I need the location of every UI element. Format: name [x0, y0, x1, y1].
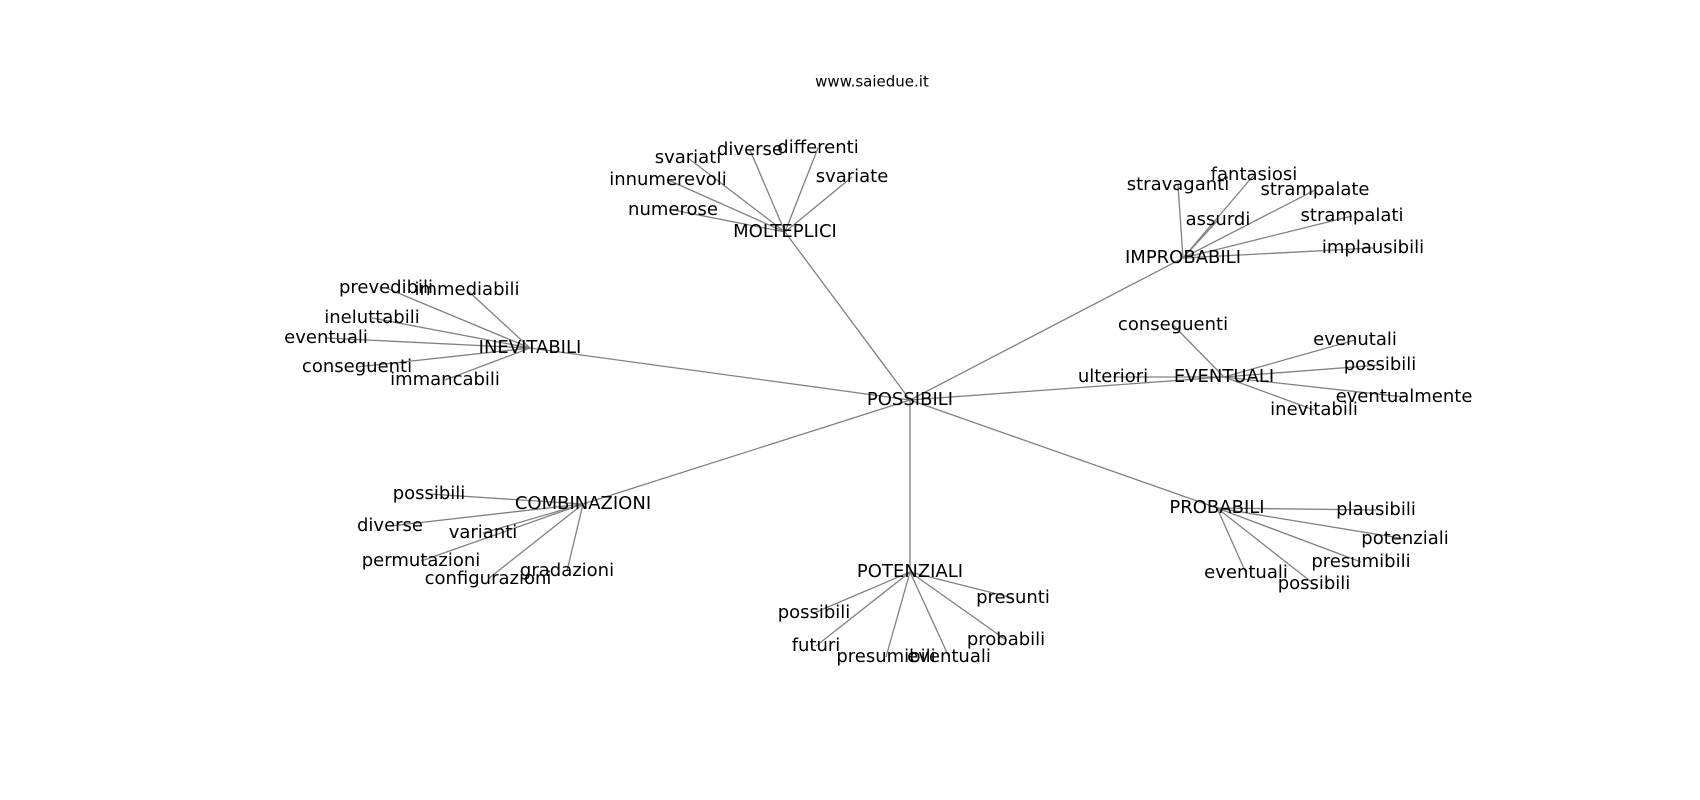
node-leaf-strampalati: strampalati [1301, 205, 1404, 226]
node-leaf-possibili: possibili [1344, 354, 1417, 375]
node-leaf-evenutali: evenutali [1313, 329, 1397, 350]
node-leaf-ineluttabili: ineluttabili [324, 307, 419, 328]
node-leaf-potenziali: potenziali [1361, 528, 1448, 549]
edge-combinazioni-configurazioni [487, 503, 584, 580]
edge-improbabili-implausibili [1182, 247, 1374, 259]
node-group-improbabili: IMPROBABILI [1125, 247, 1241, 268]
edge-inevitabili-immancabili [444, 347, 531, 381]
node-leaf-svariate: svariate [816, 166, 889, 187]
edge-molteplici-innumerevoli [667, 179, 786, 233]
edge-eventuali-inevitabili [1223, 376, 1315, 411]
site-watermark: www.saiedue.it [815, 73, 929, 91]
node-leaf-conseguenti: conseguenti [1118, 314, 1228, 335]
node-group-potenziali: POTENZIALI [857, 561, 963, 582]
edge-probabili-potenziali [1216, 507, 1406, 540]
edge-inevitabili-immediabili [466, 289, 531, 349]
node-group-inevitabili: INEVITABILI [479, 337, 582, 358]
edge-improbabili-stravaganti [1177, 184, 1184, 259]
edge-eventuali-possibili [1223, 364, 1381, 378]
edge-potenziali-presunti [909, 571, 1014, 599]
node-leaf-diverse: diverse [717, 139, 783, 160]
edge-combinazioni-permutazioni [420, 503, 584, 562]
node-leaf-eventualmente: eventualmente [1336, 386, 1473, 407]
node-leaf-svariati: svariati [655, 147, 722, 168]
edge-combinazioni-diverse [389, 503, 584, 527]
node-leaf-fantasiosi: fantasiosi [1211, 164, 1298, 185]
node-leaf-immediabili: immediabili [414, 279, 519, 300]
edge-inevitabili-prevedibili [385, 287, 531, 349]
node-leaf-conseguenti: conseguenti [302, 356, 412, 377]
node-leaf-presumibili: presumibili [836, 646, 935, 667]
node-group-molteplici: MOLTEPLICI [733, 221, 837, 242]
edge-combinazioni-varianti [482, 503, 584, 534]
edge-inevitabili-conseguenti [356, 347, 531, 368]
node-root: POSSIBILI [867, 389, 953, 410]
edge-combinazioni-gradazioni [566, 503, 584, 572]
edge-improbabili-fantasiosi [1182, 174, 1255, 259]
edge-probabili-plausibili [1216, 507, 1377, 511]
node-group-probabili: PROBABILI [1169, 497, 1264, 518]
node-leaf-numerose: numerose [628, 199, 718, 220]
edge-improbabili-strampalate [1182, 189, 1316, 259]
edge-root-combinazioni [582, 399, 911, 505]
node-leaf-immancabili: immancabili [390, 369, 500, 390]
edge-potenziali-futuri [815, 571, 911, 647]
edge-molteplici-diverse [749, 149, 786, 233]
node-leaf-varianti: varianti [449, 522, 518, 543]
node-leaf-presumibili: presumibili [1311, 551, 1410, 572]
edge-root-probabili [909, 399, 1218, 509]
graph-node-labels: POSSIBILIMOLTEPLICIsvariatidiversediffer… [284, 137, 1472, 667]
node-leaf-configurazioni: configurazioni [425, 568, 552, 589]
node-group-eventuali: EVENTUALI [1174, 366, 1274, 387]
edge-probabili-eventuali [1216, 507, 1247, 574]
edge-root-improbabili [909, 257, 1184, 401]
node-leaf-strampalate: strampalate [1260, 179, 1369, 200]
edge-potenziali-possibili [813, 571, 911, 614]
node-leaf-prevedibili: prevedibili [339, 277, 433, 298]
edge-potenziali-presumibili [885, 571, 911, 658]
node-leaf-inevitabili: inevitabili [1270, 399, 1358, 420]
node-leaf-gradazioni: gradazioni [520, 560, 614, 581]
edge-molteplici-svariati [687, 157, 786, 233]
node-leaf-eventuali: eventuali [907, 646, 991, 667]
node-leaf-possibili: possibili [393, 483, 466, 504]
edge-eventuali-evenutali [1223, 339, 1356, 378]
edge-inevitabili-ineluttabili [371, 317, 531, 349]
edge-probabili-presumibili [1216, 507, 1362, 563]
edge-potenziali-eventuali [909, 571, 950, 658]
graph-edges [325, 147, 1406, 658]
edge-probabili-possibili [1216, 507, 1315, 585]
edge-potenziali-probabili [909, 571, 1007, 641]
node-leaf-implausibili: implausibili [1322, 237, 1424, 258]
node-leaf-possibili: possibili [778, 602, 851, 623]
edge-combinazioni-possibili [428, 493, 584, 505]
edge-eventuali-conseguenti [1172, 324, 1225, 378]
edge-improbabili-strampalati [1182, 215, 1353, 259]
node-leaf-stravaganti: stravaganti [1127, 174, 1229, 195]
edge-improbabili-assurdi [1182, 219, 1219, 259]
node-leaf-diverse: diverse [357, 515, 423, 536]
node-leaf-ulteriori: ulteriori [1078, 366, 1148, 387]
edge-molteplici-differenti [784, 147, 819, 233]
edge-molteplici-numerose [672, 209, 786, 233]
node-leaf-possibili: possibili [1278, 573, 1351, 594]
node-leaf-differenti: differenti [777, 137, 858, 158]
node-leaf-presunti: presunti [976, 587, 1050, 608]
edge-molteplici-svariate [784, 176, 853, 233]
node-leaf-assurdi: assurdi [1186, 209, 1251, 230]
edge-root-molteplici [784, 231, 911, 401]
edge-eventuali-eventualmente [1223, 376, 1405, 398]
node-leaf-eventuali: eventuali [284, 327, 368, 348]
node-leaf-permutazioni: permutazioni [362, 550, 481, 571]
edge-inevitabili-eventuali [325, 337, 531, 349]
edge-root-eventuali [909, 376, 1225, 401]
node-group-combinazioni: COMBINAZIONI [515, 493, 651, 514]
node-leaf-eventuali: eventuali [1204, 562, 1288, 583]
node-leaf-futuri: futuri [792, 635, 841, 656]
node-leaf-probabili: probabili [967, 629, 1045, 650]
node-leaf-plausibili: plausibili [1336, 499, 1416, 520]
node-leaf-innumerevoli: innumerevoli [609, 169, 727, 190]
edge-root-inevitabili [529, 347, 911, 401]
